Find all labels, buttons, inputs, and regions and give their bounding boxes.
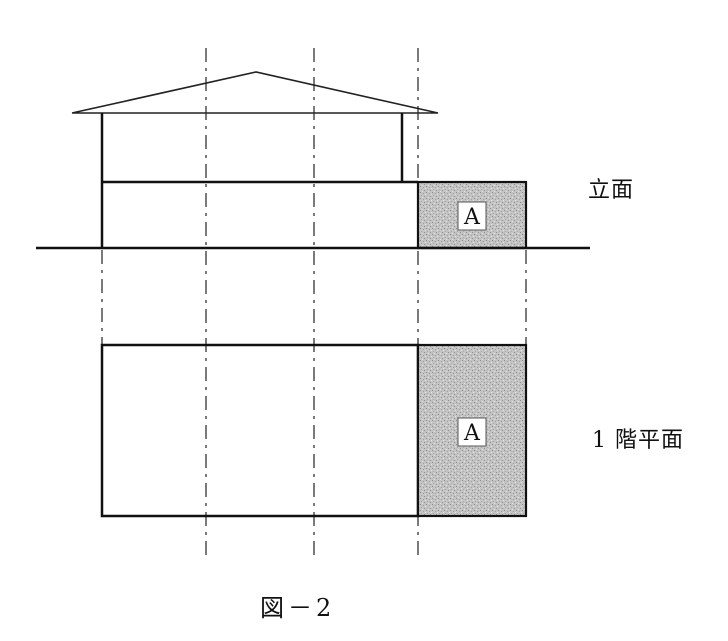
elevation-view: A (36, 71, 590, 250)
elevation-zone-a-label: A (463, 205, 481, 230)
grid-lines (101, 48, 527, 556)
roof (71, 71, 439, 114)
floor-plan-label: 1 階平面 (592, 428, 684, 453)
elevation-label: 立面 (588, 178, 635, 203)
floor-plan-view: A (100, 343, 528, 518)
plan-zone-a-label-bg (457, 417, 487, 447)
elevation-zone-a-label-bg (457, 201, 487, 231)
figure-caption: 図－2 (260, 594, 336, 622)
plan-zone-a-label: A (463, 421, 481, 446)
plan-outline (100, 343, 420, 518)
